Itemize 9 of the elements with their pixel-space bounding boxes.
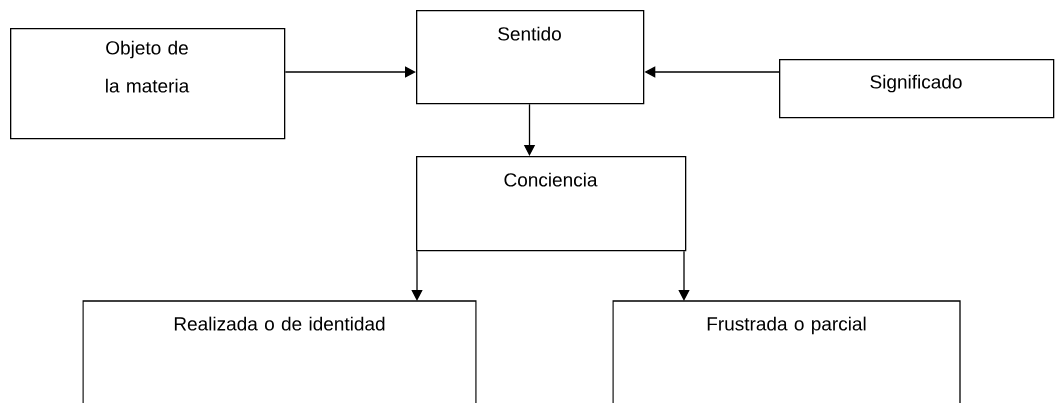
arrow: [411, 250, 423, 301]
arrow: [678, 250, 690, 301]
box: Frustrada o parcial: [612, 300, 961, 403]
arrow: [284, 66, 416, 78]
box: Significado: [779, 59, 1055, 119]
box: Realizada o de identidad: [82, 300, 477, 403]
box: Sentido: [416, 10, 645, 105]
box: Conciencia: [416, 156, 687, 252]
box: Objeto de la materia: [10, 28, 286, 140]
